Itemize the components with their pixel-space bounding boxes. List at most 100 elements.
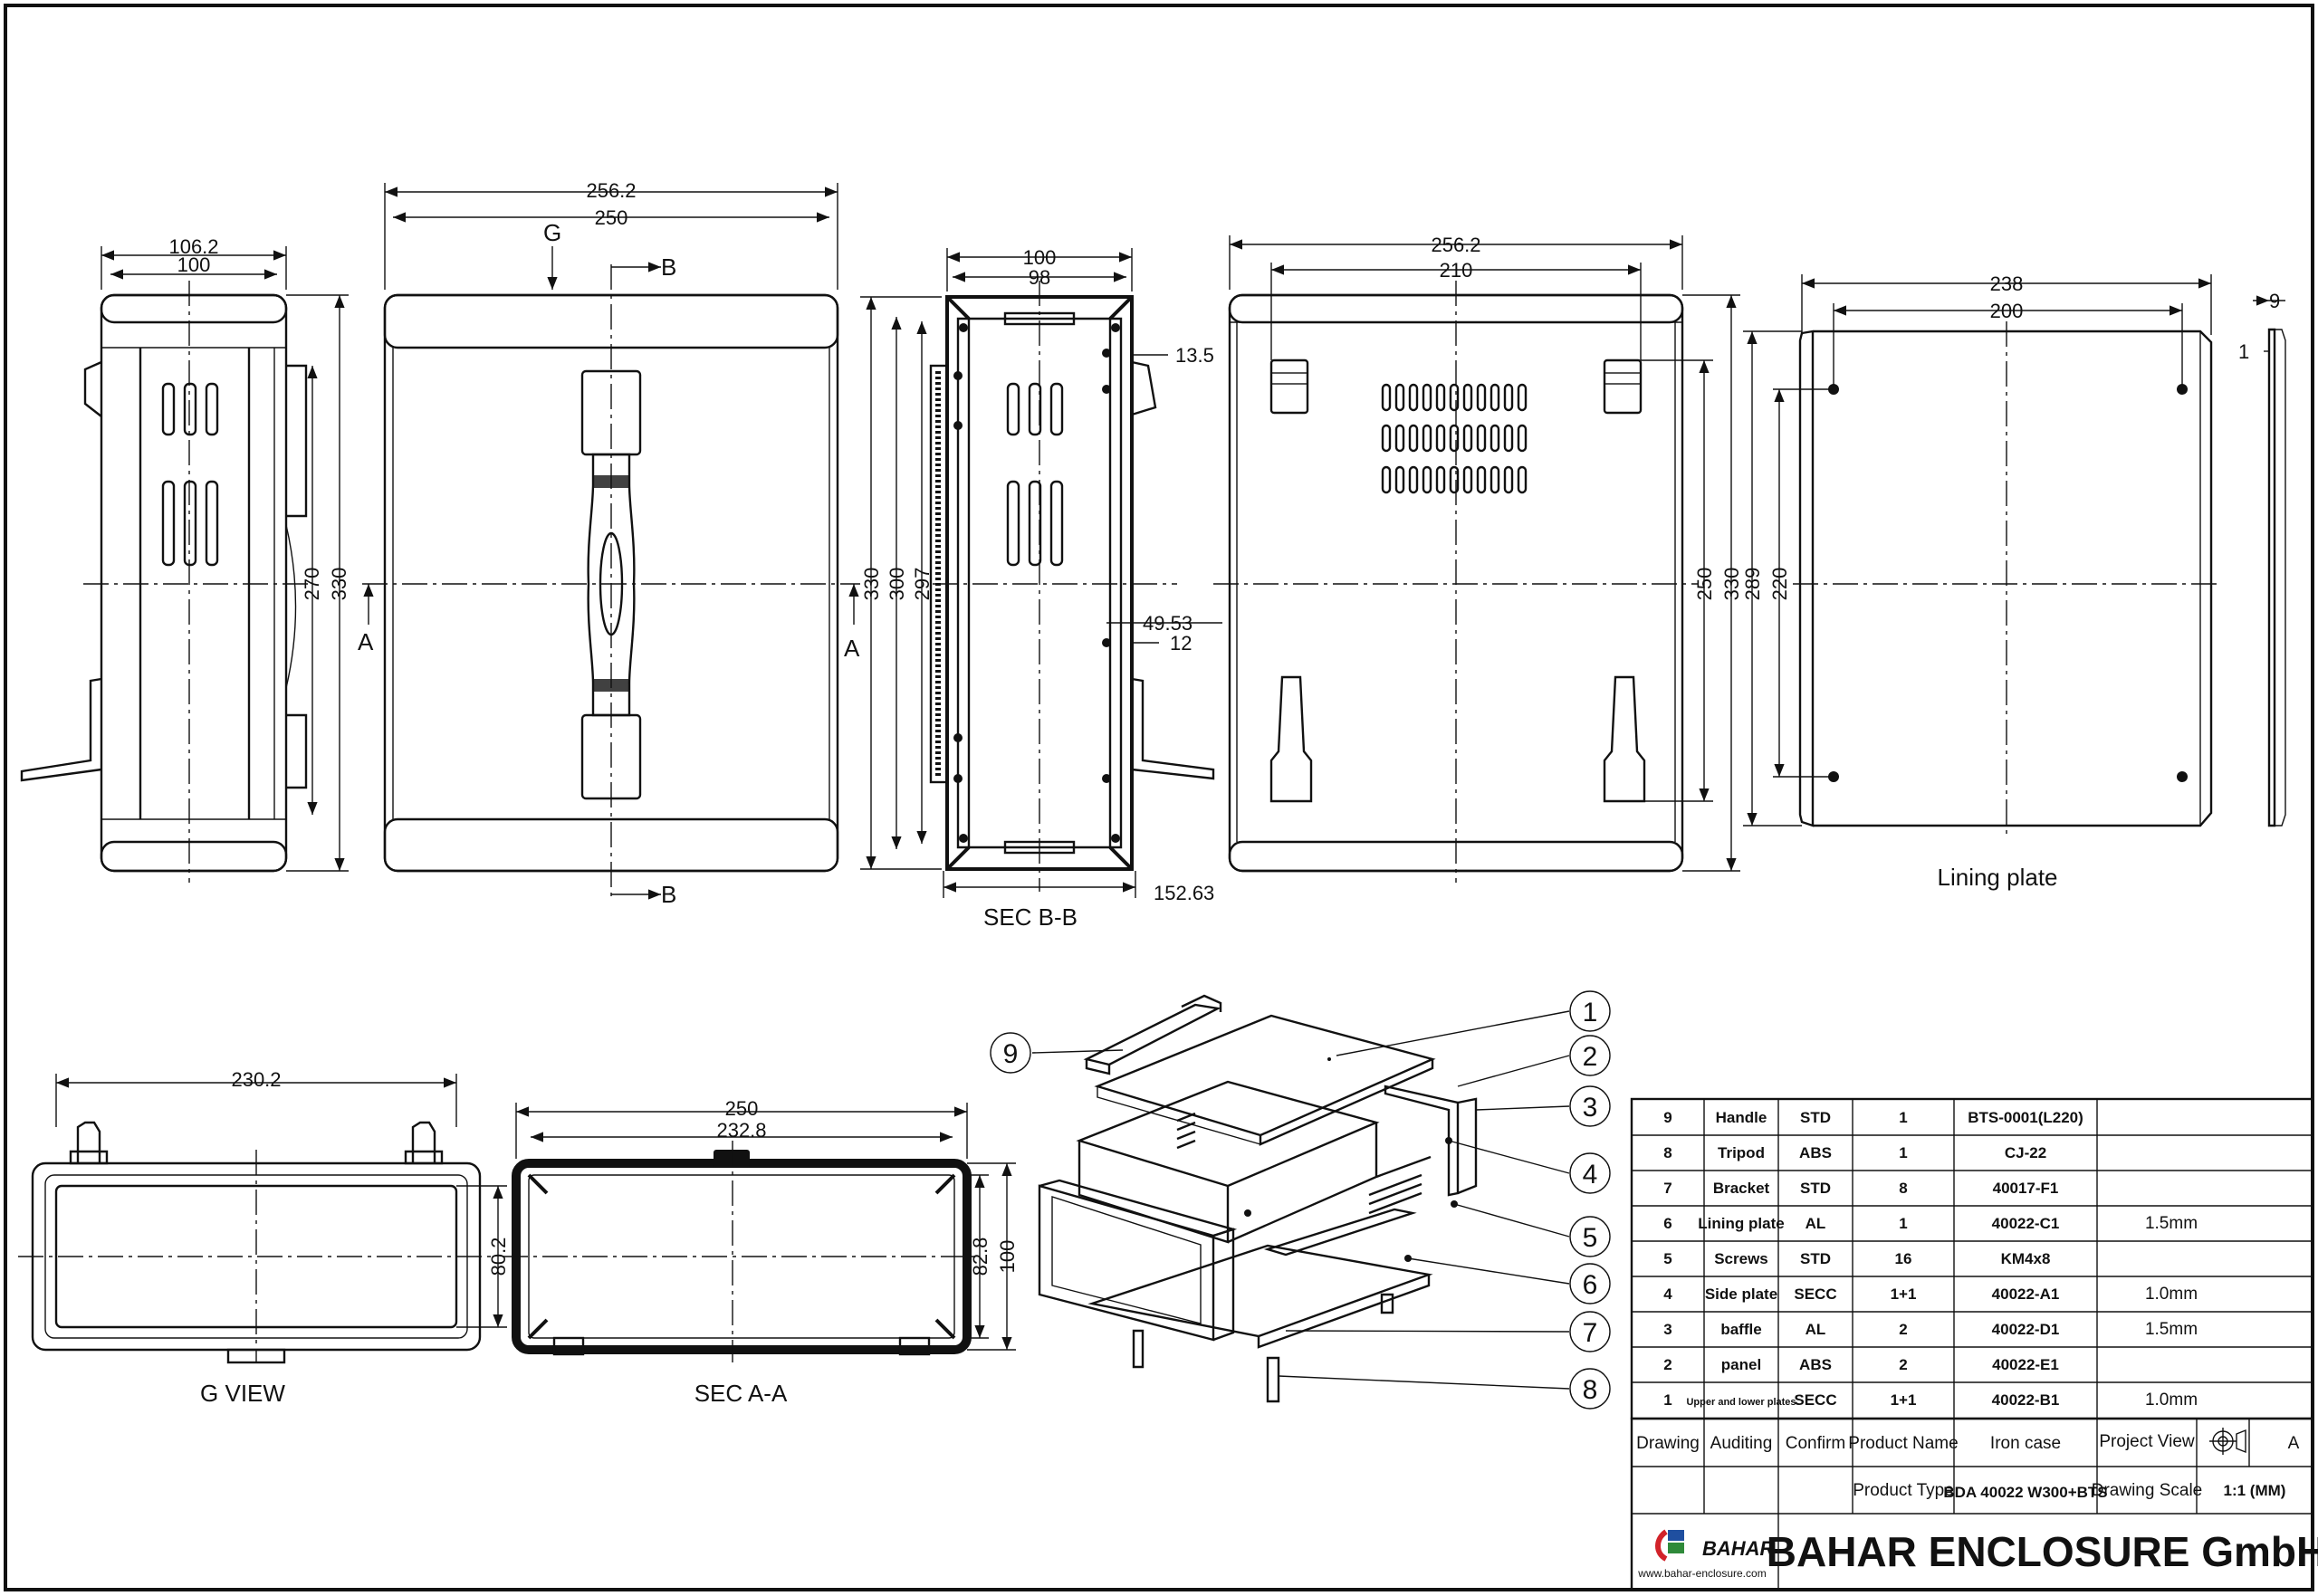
back-view: 256.2 210 250 330: [1213, 234, 1743, 883]
dim-secaa-inner-w: 232.8: [716, 1119, 766, 1142]
dim-front-inner-w: 250: [595, 206, 628, 229]
bom-cell-note: 1.5mm: [2145, 1320, 2198, 1339]
bahar-logo: BAHAR www.bahar-enclosure.com: [1637, 1529, 1775, 1580]
balloon-group: 1 2 3 4 5 6 7 8 9: [990, 990, 1611, 1410]
dim-gview-w: 230.2: [231, 1068, 281, 1091]
bom-cell-note: 1.0mm: [2145, 1285, 2198, 1304]
bom-cell-note: 1.5mm: [2145, 1214, 2198, 1233]
bom-cell-material: ABS: [1799, 1144, 1832, 1161]
bom-cell-no: 3: [1663, 1321, 1671, 1338]
dim-side-inner-w: 100: [177, 253, 211, 276]
dim-back-h1: 250: [1693, 568, 1716, 601]
dim-secbb-bottom: 152.63: [1154, 882, 1214, 904]
bom-cell-no: 1: [1663, 1391, 1671, 1409]
bom-cell-name: Upper and lower plates: [1686, 1397, 1796, 1408]
marker-g: G: [543, 219, 561, 246]
bom-cell-part: 40022-C1: [1992, 1215, 2060, 1232]
bom-cell-qty: 1+1: [1891, 1285, 1917, 1303]
dim-lp-9: 9: [2269, 290, 2280, 312]
svg-text:1: 1: [1583, 998, 1598, 1027]
svg-text:2: 2: [1583, 1042, 1598, 1072]
tb-confirm: Confirm: [1786, 1434, 1846, 1453]
lining-plate-view: 238 200 289 220 9 1 Lining plate: [1741, 272, 2286, 891]
dim-secbb-outer-w: 100: [1023, 246, 1057, 269]
bom-cell-no: 5: [1663, 1250, 1671, 1267]
tb-project-view-label: Project View: [2099, 1432, 2195, 1451]
bom-cell-qty: 1: [1899, 1109, 1907, 1126]
bom-cell-qty: 16: [1895, 1250, 1912, 1267]
bom-cell-material: ABS: [1799, 1356, 1832, 1373]
dim-secbb-12: 12: [1170, 632, 1192, 655]
dim-side-h-inner: 270: [301, 568, 323, 601]
bom-cell-no: 2: [1663, 1356, 1671, 1373]
bom-cell-name: Lining plate: [1698, 1215, 1784, 1232]
dim-secbb-inner-w: 98: [1029, 266, 1050, 289]
bom-cell-qty: 8: [1899, 1180, 1907, 1197]
vent-row-1: [1381, 383, 1528, 412]
g-view: 230.2 80.2 G VIEW: [18, 1068, 510, 1407]
bom-cell-material: AL: [1806, 1215, 1826, 1232]
dim-lp-h2: 220: [1768, 568, 1791, 601]
svg-text:7: 7: [1583, 1318, 1598, 1348]
bom-cell-qty: 2: [1899, 1321, 1907, 1338]
marker-b-bottom: B: [661, 881, 676, 908]
bom-cell-qty: 1+1: [1891, 1391, 1917, 1409]
balloon-2: 2: [1569, 1035, 1611, 1076]
dim-secbb-13-5: 13.5: [1175, 344, 1214, 367]
svg-text:6: 6: [1583, 1270, 1598, 1300]
bom-cell-qty: 1: [1899, 1215, 1907, 1232]
bom-cell-material: SECC: [1794, 1391, 1836, 1409]
tb-product-name-label: Product Name: [1848, 1434, 1958, 1453]
balloon-3: 3: [1569, 1085, 1611, 1127]
tb-drawing-scale: 1:1 (MM): [2224, 1482, 2286, 1499]
balloon-4: 4: [1569, 1152, 1611, 1194]
tb-drawing: Drawing: [1636, 1434, 1700, 1453]
balloon-5: 5: [1569, 1216, 1611, 1257]
balloon-6: 6: [1569, 1263, 1611, 1305]
bom-cell-material: AL: [1806, 1321, 1826, 1338]
tb-product-type: BDA 40022 W300+BTS: [1943, 1484, 2107, 1501]
dim-secaa-outer-w: 250: [725, 1097, 759, 1120]
label-g-view: G VIEW: [200, 1380, 285, 1407]
balloon-9: 9: [990, 1032, 1031, 1074]
bom-cell-part: CJ-22: [2005, 1144, 2046, 1161]
company-name: BAHAR ENCLOSURE GmbH: [1767, 1528, 2318, 1575]
dim-front-outer-w: 256.2: [586, 179, 636, 202]
bom-cell-material: STD: [1800, 1250, 1831, 1267]
bom-cell-qty: 2: [1899, 1356, 1907, 1373]
section-aa: 250 232.8 82.8 100 SEC A-A: [503, 1097, 1019, 1407]
dim-back-h2: 330: [1720, 568, 1743, 601]
bom-cell-no: 7: [1663, 1180, 1671, 1197]
dim-secbb-h2: 300: [886, 568, 908, 601]
bom-cell-note: 1.0mm: [2145, 1391, 2198, 1410]
tb-product-type-label: Product Type: [1853, 1481, 1954, 1500]
bom-row: 2 panel ABS 2 40022-E1: [1663, 1356, 2059, 1373]
dim-back-inner-w: 210: [1440, 259, 1473, 282]
bom-cell-qty: 1: [1899, 1144, 1907, 1161]
projection-symbol-icon: [2209, 1428, 2246, 1455]
svg-text:3: 3: [1583, 1093, 1598, 1123]
dim-secaa-h1: 82.8: [969, 1238, 991, 1276]
bom-cell-no: 8: [1663, 1144, 1671, 1161]
bom-cell-name: baffle: [1720, 1321, 1761, 1338]
bom-cell-name: Screws: [1714, 1250, 1768, 1267]
marker-a-right: A: [844, 635, 860, 662]
svg-text:4: 4: [1583, 1160, 1598, 1190]
label-lining-plate: Lining plate: [1938, 864, 2058, 891]
bom-cell-name: Handle: [1716, 1109, 1767, 1126]
front-view: B B G A A 256.2 250: [358, 179, 860, 908]
dim-secbb-49-53: 49.53: [1143, 612, 1193, 635]
dim-secbb-h3: 297: [911, 568, 934, 601]
svg-text:8: 8: [1583, 1375, 1598, 1405]
bom-cell-name: panel: [1721, 1356, 1761, 1373]
balloon-1: 1: [1569, 990, 1611, 1032]
exploded-view: [1031, 994, 1570, 1403]
bom-cell-part: 40022-E1: [1992, 1356, 2059, 1373]
dim-lp-h1: 289: [1741, 568, 1764, 601]
